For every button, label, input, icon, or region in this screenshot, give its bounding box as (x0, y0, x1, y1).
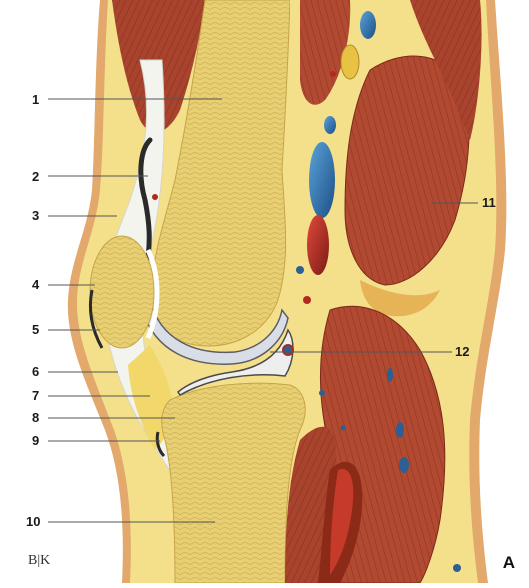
artist-signature: B|K (28, 553, 50, 569)
popliteal-vein (309, 142, 335, 218)
label-11: 11 (482, 196, 496, 209)
small-fat-node (341, 45, 359, 79)
calf-vein-6 (453, 564, 461, 572)
label-12: 12 (455, 345, 469, 358)
small-artery-2 (303, 296, 311, 304)
small-artery-3 (152, 194, 158, 200)
genicular-vessel (283, 345, 293, 355)
label-8: 8 (32, 411, 39, 424)
label-6: 6 (32, 365, 39, 378)
small-artery-1 (330, 71, 336, 77)
panel-letter: A (503, 553, 515, 573)
popliteal-artery (307, 215, 329, 275)
calf-vein-2 (396, 422, 404, 438)
small-vein-2 (324, 116, 336, 134)
label-3: 3 (32, 209, 39, 222)
label-1: 1 (32, 93, 39, 106)
label-10: 10 (26, 515, 40, 528)
calf-vein-3 (399, 457, 409, 473)
label-2: 2 (32, 170, 39, 183)
label-5: 5 (32, 323, 39, 336)
calf-vein-4 (319, 390, 325, 396)
calf-vein-1 (387, 368, 393, 382)
small-vein-3 (296, 266, 304, 274)
calf-vein-5 (341, 426, 346, 431)
small-vein-1 (360, 11, 376, 39)
tibia (162, 383, 305, 583)
label-9: 9 (32, 434, 39, 447)
label-7: 7 (32, 389, 39, 402)
label-4: 4 (32, 278, 39, 291)
patella (90, 236, 154, 348)
